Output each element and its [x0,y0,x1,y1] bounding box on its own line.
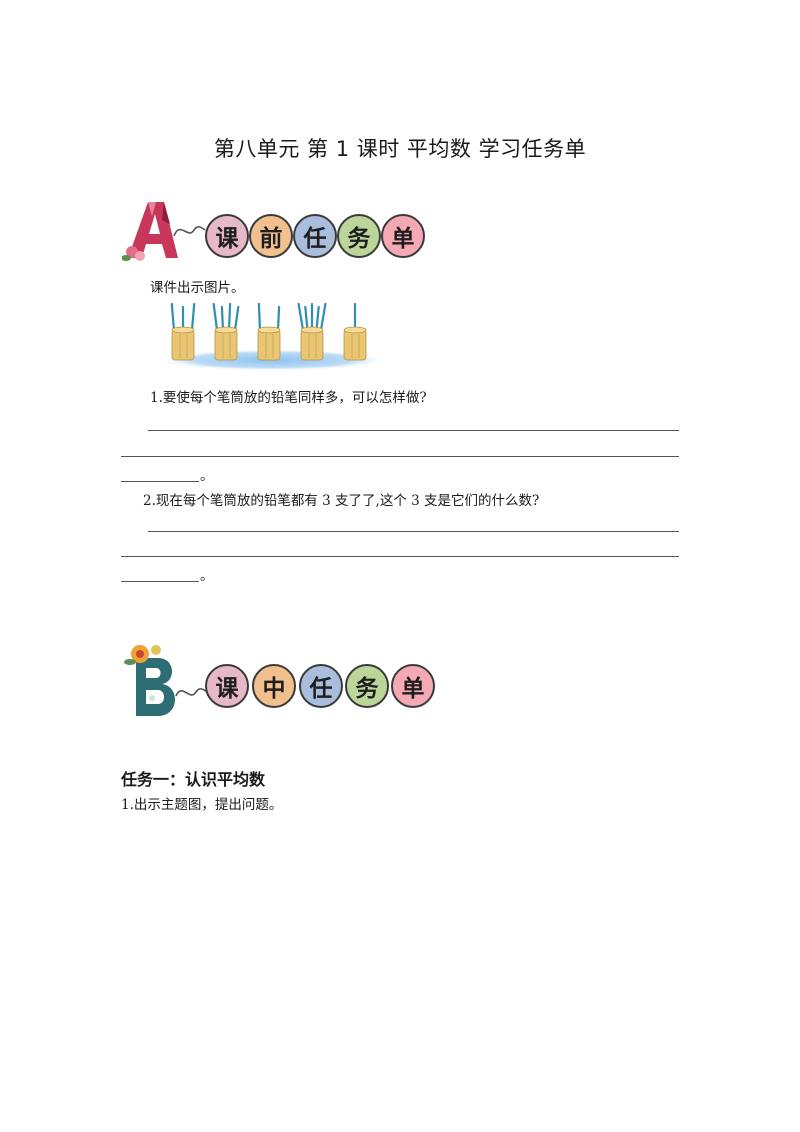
pencil-cup [170,302,196,361]
pencil-cup [297,302,327,361]
banner-a-connector-icon [173,226,206,237]
intro-text: 课件出示图片。 [150,280,245,296]
pencil-cups-image [156,302,388,371]
answer-line[interactable] [121,456,679,457]
pencil-cup [257,302,281,361]
pencil [304,305,309,332]
pencil [233,305,240,332]
banner-b-char-4: 务 [345,664,389,708]
banner-a-char-1: 课 [205,214,249,258]
cup-rim [214,326,238,334]
answer-line-short[interactable] [121,581,199,582]
pencil [170,302,176,332]
cup-body [257,329,281,361]
answer-1-period: 。 [200,468,214,484]
answer-line[interactable] [148,430,679,431]
task-one-heading: 任务一：认识平均数 [121,770,266,789]
banner-a-char-5: 单 [381,214,425,258]
section-b-banner: B 课 中 任 务 单 [122,640,452,720]
cup-rim [343,326,367,334]
pencil [212,302,219,332]
banner-b-char-1: 课 [205,664,249,708]
cup-rim [257,326,281,334]
pencil [315,305,320,332]
answer-line[interactable] [121,556,679,557]
cup-rim [300,326,324,334]
pencil-cup [212,302,240,361]
cup-rim [171,326,195,334]
task-one-item-1: 1.出示主题图，提出问题。 [121,797,283,813]
pencil [190,302,196,332]
pencil-cup [343,302,367,361]
banner-b-char-5: 单 [391,664,435,708]
question-1: 1.要使每个笔筒放的铅笔同样多，可以怎样做? [150,390,427,406]
question-2: 2.现在每个笔筒放的铅笔都有 3 支了了,这个 3 支是它们的什么数? [143,493,540,509]
page-title: 第八单元 第 1 课时 平均数 学习任务单 [213,137,587,161]
pencil [297,302,305,332]
banner-b-connector-icon [175,688,208,697]
banner-b-char-3: 任 [299,664,343,708]
answer-line[interactable] [148,531,679,532]
banner-a-char-4: 务 [337,214,381,258]
cup-body [171,329,195,361]
section-a-banner: A 课 前 任 务 单 [122,198,442,264]
pencil [257,302,262,332]
letter-a-icon: A [122,202,178,261]
pencil [319,302,327,332]
banner-a-char-2: 前 [249,214,293,258]
answer-2-period: 。 [200,568,214,584]
banner-a-char-3: 任 [293,214,337,258]
cup-body [343,329,367,361]
cup-body [214,329,238,361]
answer-line-short[interactable] [121,481,199,482]
pencil [227,302,232,332]
banner-b-char-2: 中 [252,664,296,708]
letter-b-icon: B [124,645,176,716]
pencil [220,305,225,332]
pencil [276,305,281,332]
cup-body [300,329,324,361]
